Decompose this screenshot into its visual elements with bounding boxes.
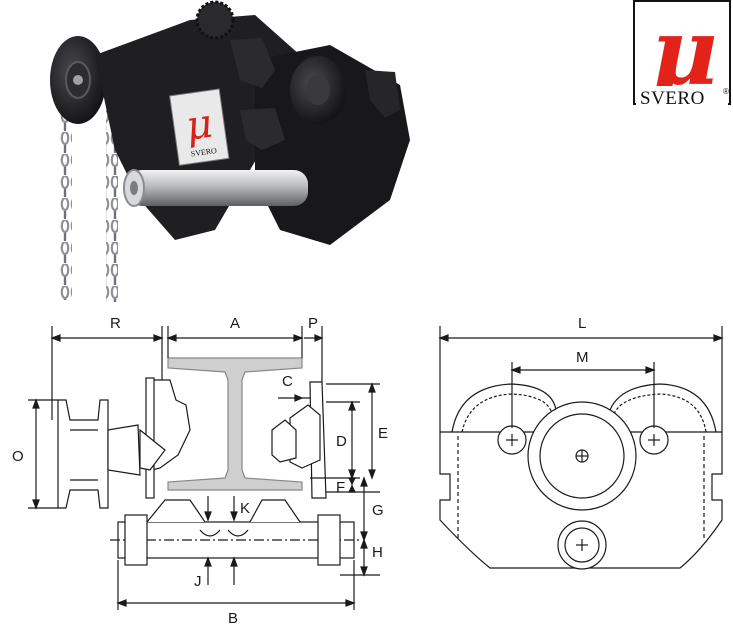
suspension-shaft <box>128 170 308 206</box>
gear <box>195 0 235 40</box>
dim-label-c: C <box>282 373 293 390</box>
dim-label-l: L <box>578 315 586 332</box>
dim-label-a: A <box>230 315 240 332</box>
dim-label-b: B <box>228 610 238 627</box>
dim-label-m: M <box>576 349 589 366</box>
dim-label-d: D <box>336 433 347 450</box>
product-badge: μ SVERO <box>169 88 230 166</box>
dim-label-p: P <box>308 315 318 332</box>
logo-registered-mark: ® <box>723 87 729 96</box>
dim-label-g: G <box>372 502 384 519</box>
trolley-photo: μ SVERO <box>50 0 410 302</box>
chain-wheel-section <box>57 399 109 509</box>
hand-chain-left <box>60 100 72 300</box>
i-beam <box>167 357 303 491</box>
dim-label-h: H <box>372 544 383 561</box>
front-wheel-right <box>609 383 717 433</box>
logo-name: SVERO <box>640 88 705 109</box>
dim-label-r: R <box>110 315 121 332</box>
product-badge-glyph: μ <box>183 101 215 150</box>
dim-label-f: F <box>336 479 345 496</box>
dim-label-k: K <box>240 500 250 517</box>
front-view-drawing <box>438 326 724 570</box>
dim-label-j: J <box>194 573 202 590</box>
dim-label-e: E <box>378 425 388 442</box>
dim-label-o: O <box>12 448 24 465</box>
side-view-drawing <box>28 326 380 610</box>
product-badge-name: SVERO <box>190 146 217 159</box>
brand-logo: μ SVERO ® <box>633 0 731 109</box>
